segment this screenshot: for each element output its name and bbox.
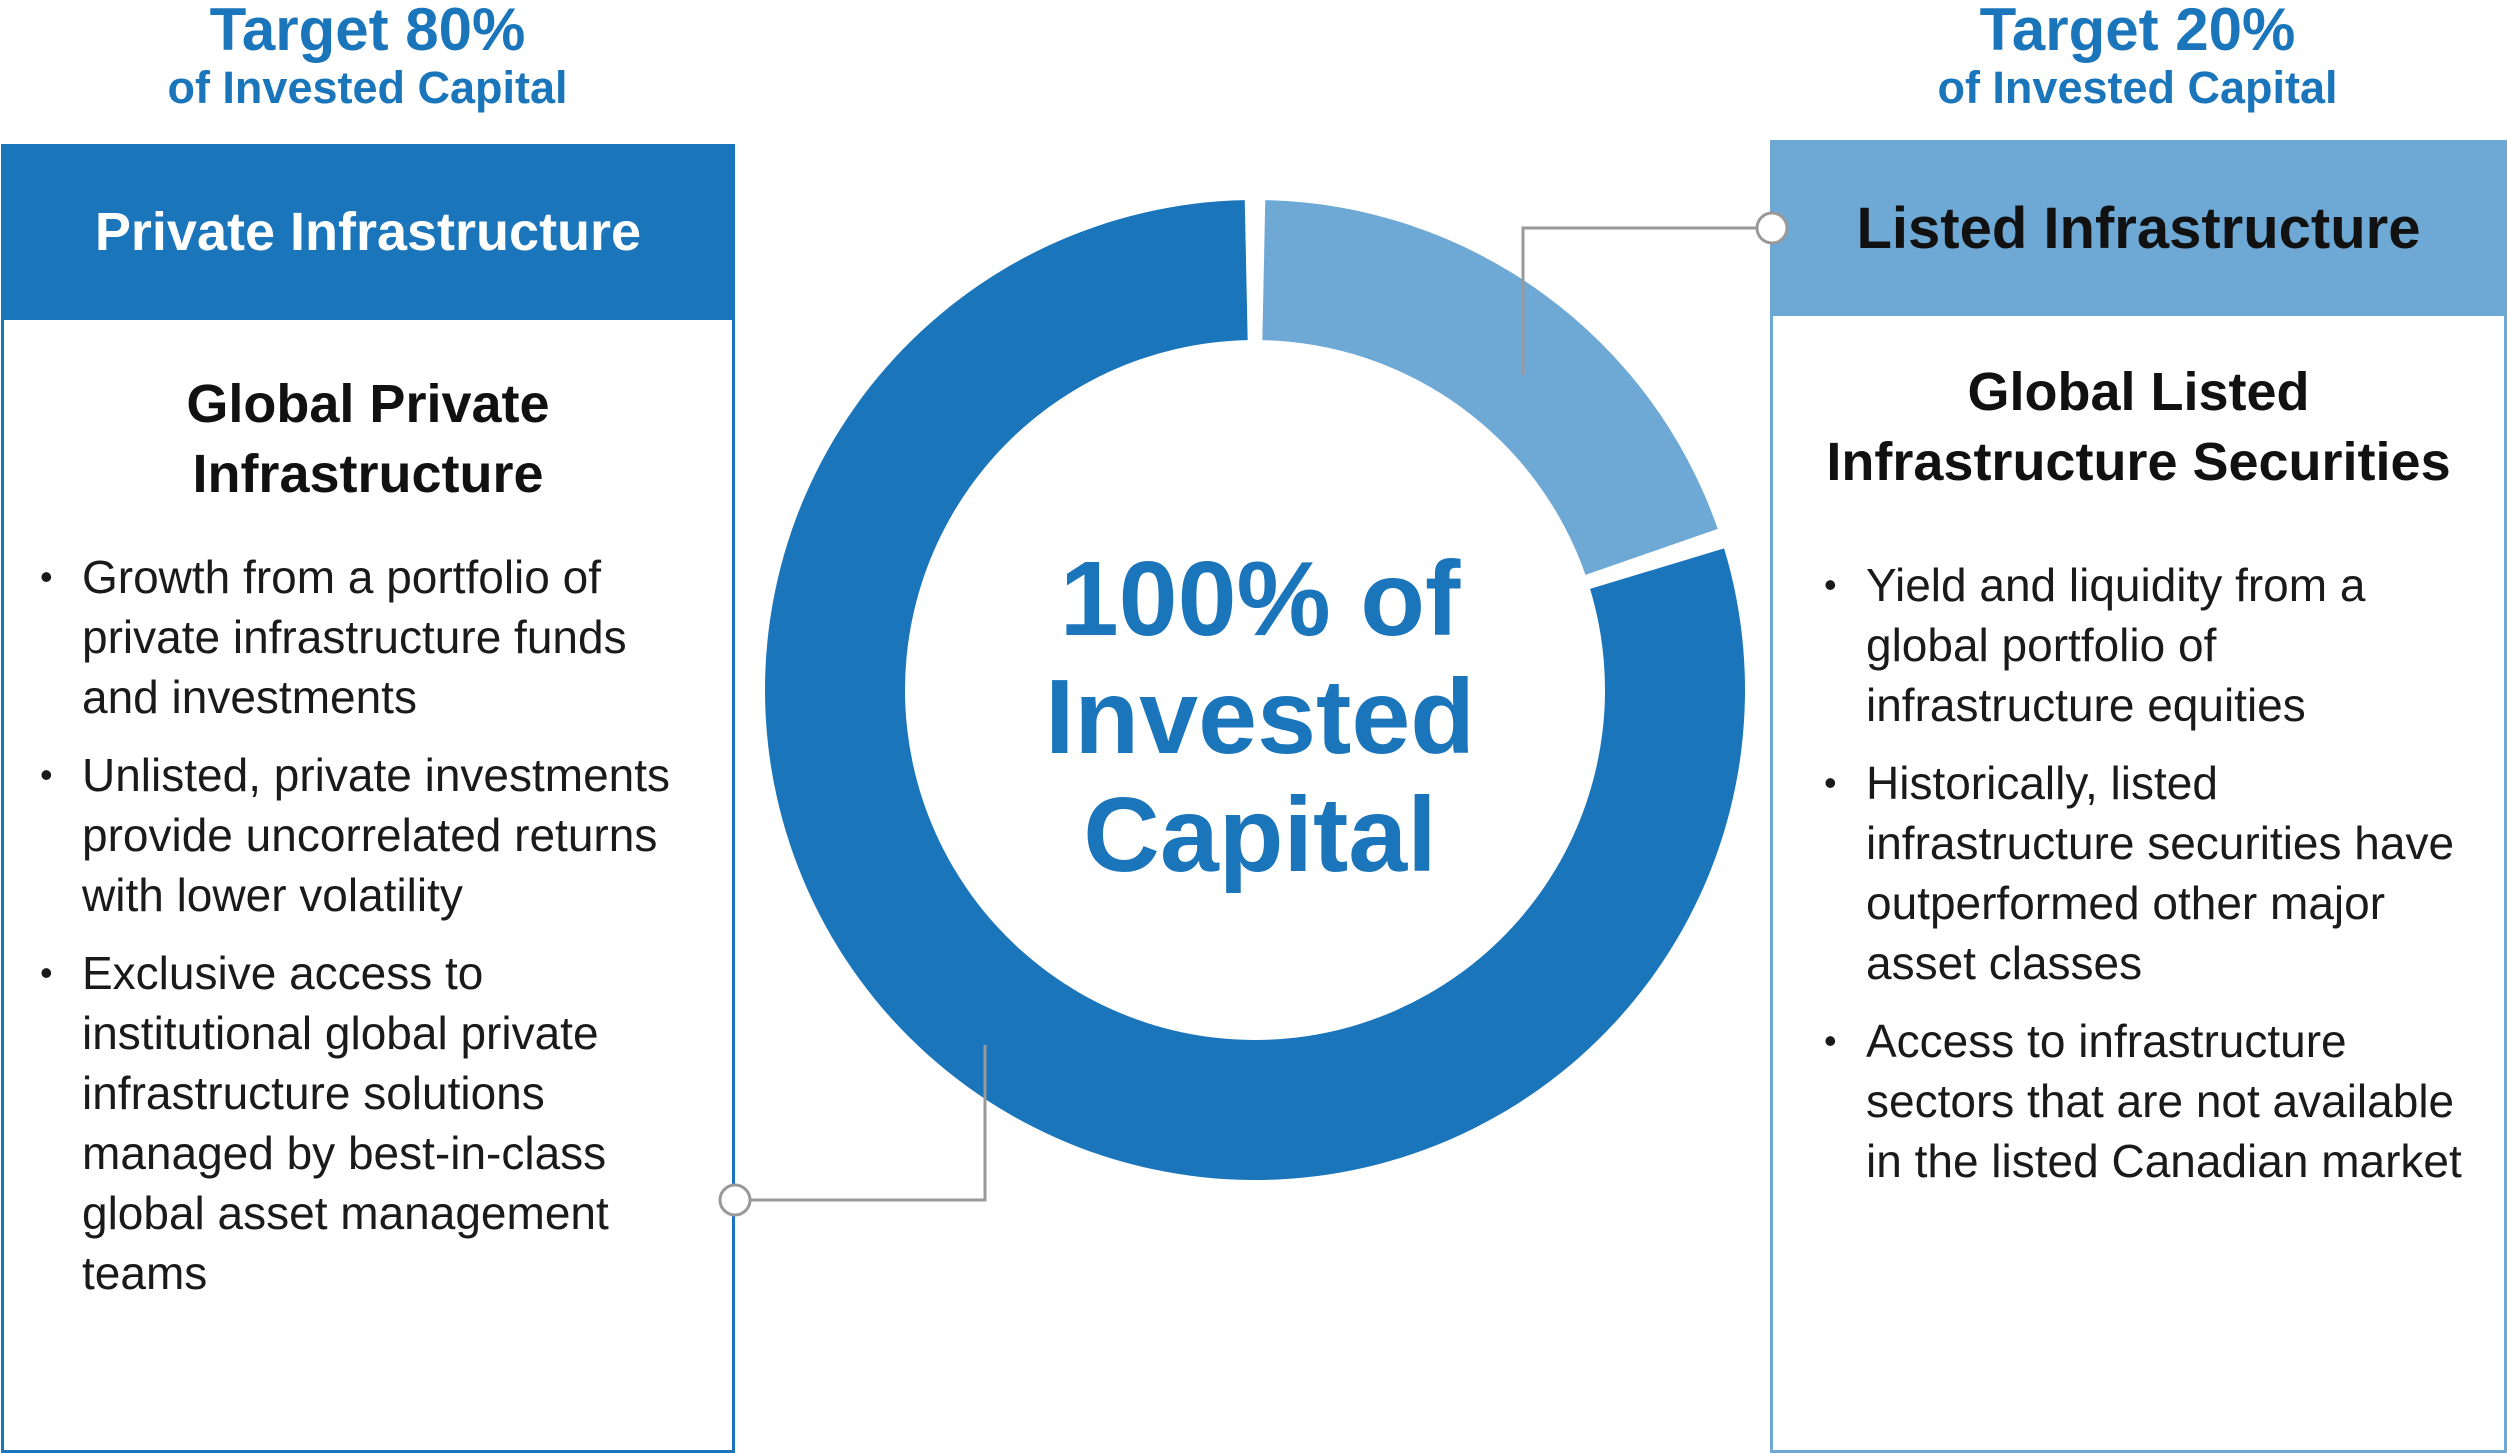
donut-center-label: 100% of Invested Capital xyxy=(930,540,1590,894)
bullet-text: Growth from a portfolio of private infra… xyxy=(82,551,627,723)
bullet-icon: • xyxy=(1824,564,1837,605)
list-item: • Unlisted, private investments provide u… xyxy=(34,745,712,925)
list-item: • Access to infrastructure sectors that a… xyxy=(1818,1011,2484,1191)
target-label-private: Target 80% of Invested Capital xyxy=(0,0,735,116)
bullet-icon: • xyxy=(1824,1020,1837,1061)
bullet-list: • Growth from a portfolio of private infr… xyxy=(34,547,712,1321)
center-label-line: 100% of xyxy=(1059,540,1461,658)
bullet-text: Unlisted, private investments provide un… xyxy=(82,749,671,921)
connector-dot-private xyxy=(718,1183,752,1217)
panel-header: Private Infrastructure xyxy=(1,144,735,320)
panel-title-line: Infrastructure Securities xyxy=(1826,432,2451,492)
panel-title-line: Global Listed xyxy=(1967,362,2310,422)
bullet-icon: • xyxy=(1824,762,1837,803)
target-label-listed: Target 20% of Invested Capital xyxy=(1770,0,2505,116)
list-item: • Exclusive access to institutional globa… xyxy=(34,943,712,1303)
connector-line-private xyxy=(750,1045,987,1202)
bullet-text: Historically, listed infrastructure secu… xyxy=(1866,757,2455,989)
target-subtitle: of Invested Capital xyxy=(1937,62,2338,113)
bullet-icon: • xyxy=(40,556,53,597)
bullet-text: Exclusive access to institutional global… xyxy=(82,947,609,1299)
target-percent: Target 20% xyxy=(1979,0,2296,63)
bullet-text: Access to infrastructure sectors that ar… xyxy=(1866,1015,2462,1187)
donut-slices xyxy=(764,200,1745,1180)
connector-line-listed xyxy=(1521,226,1760,375)
donut-slice-listed-infrastructure xyxy=(1262,200,1718,575)
target-subtitle: of Invested Capital xyxy=(167,62,568,113)
list-item: • Historically, listed infrastructure sec… xyxy=(1818,753,2484,993)
center-label-line: Capital xyxy=(1083,776,1437,894)
bullet-list: • Yield and liquidity from a global portf… xyxy=(1818,555,2484,1209)
center-label-line: Invested xyxy=(1044,658,1476,776)
listed-infrastructure-panel: Listed Infrastructure Global Listed Infr… xyxy=(1770,140,2507,1453)
bullet-text: Yield and liquidity from a global portfo… xyxy=(1866,559,2366,731)
panel-title-line: Global Private xyxy=(186,374,550,434)
list-item: • Yield and liquidity from a global portf… xyxy=(1818,555,2484,735)
panel-title-line: Infrastructure xyxy=(192,444,544,504)
bullet-icon: • xyxy=(40,754,53,795)
private-infrastructure-panel: Private Infrastructure Global Private In… xyxy=(1,144,735,1453)
connector-dot-listed xyxy=(1755,211,1789,245)
list-item: • Growth from a portfolio of private infr… xyxy=(34,547,712,727)
panel-title: Global Listed Infrastructure Securities xyxy=(1773,357,2504,497)
panel-title: Global Private Infrastructure xyxy=(4,369,732,509)
bullet-icon: • xyxy=(40,952,53,993)
target-percent: Target 80% xyxy=(209,0,526,63)
panel-header: Listed Infrastructure xyxy=(1770,140,2507,316)
